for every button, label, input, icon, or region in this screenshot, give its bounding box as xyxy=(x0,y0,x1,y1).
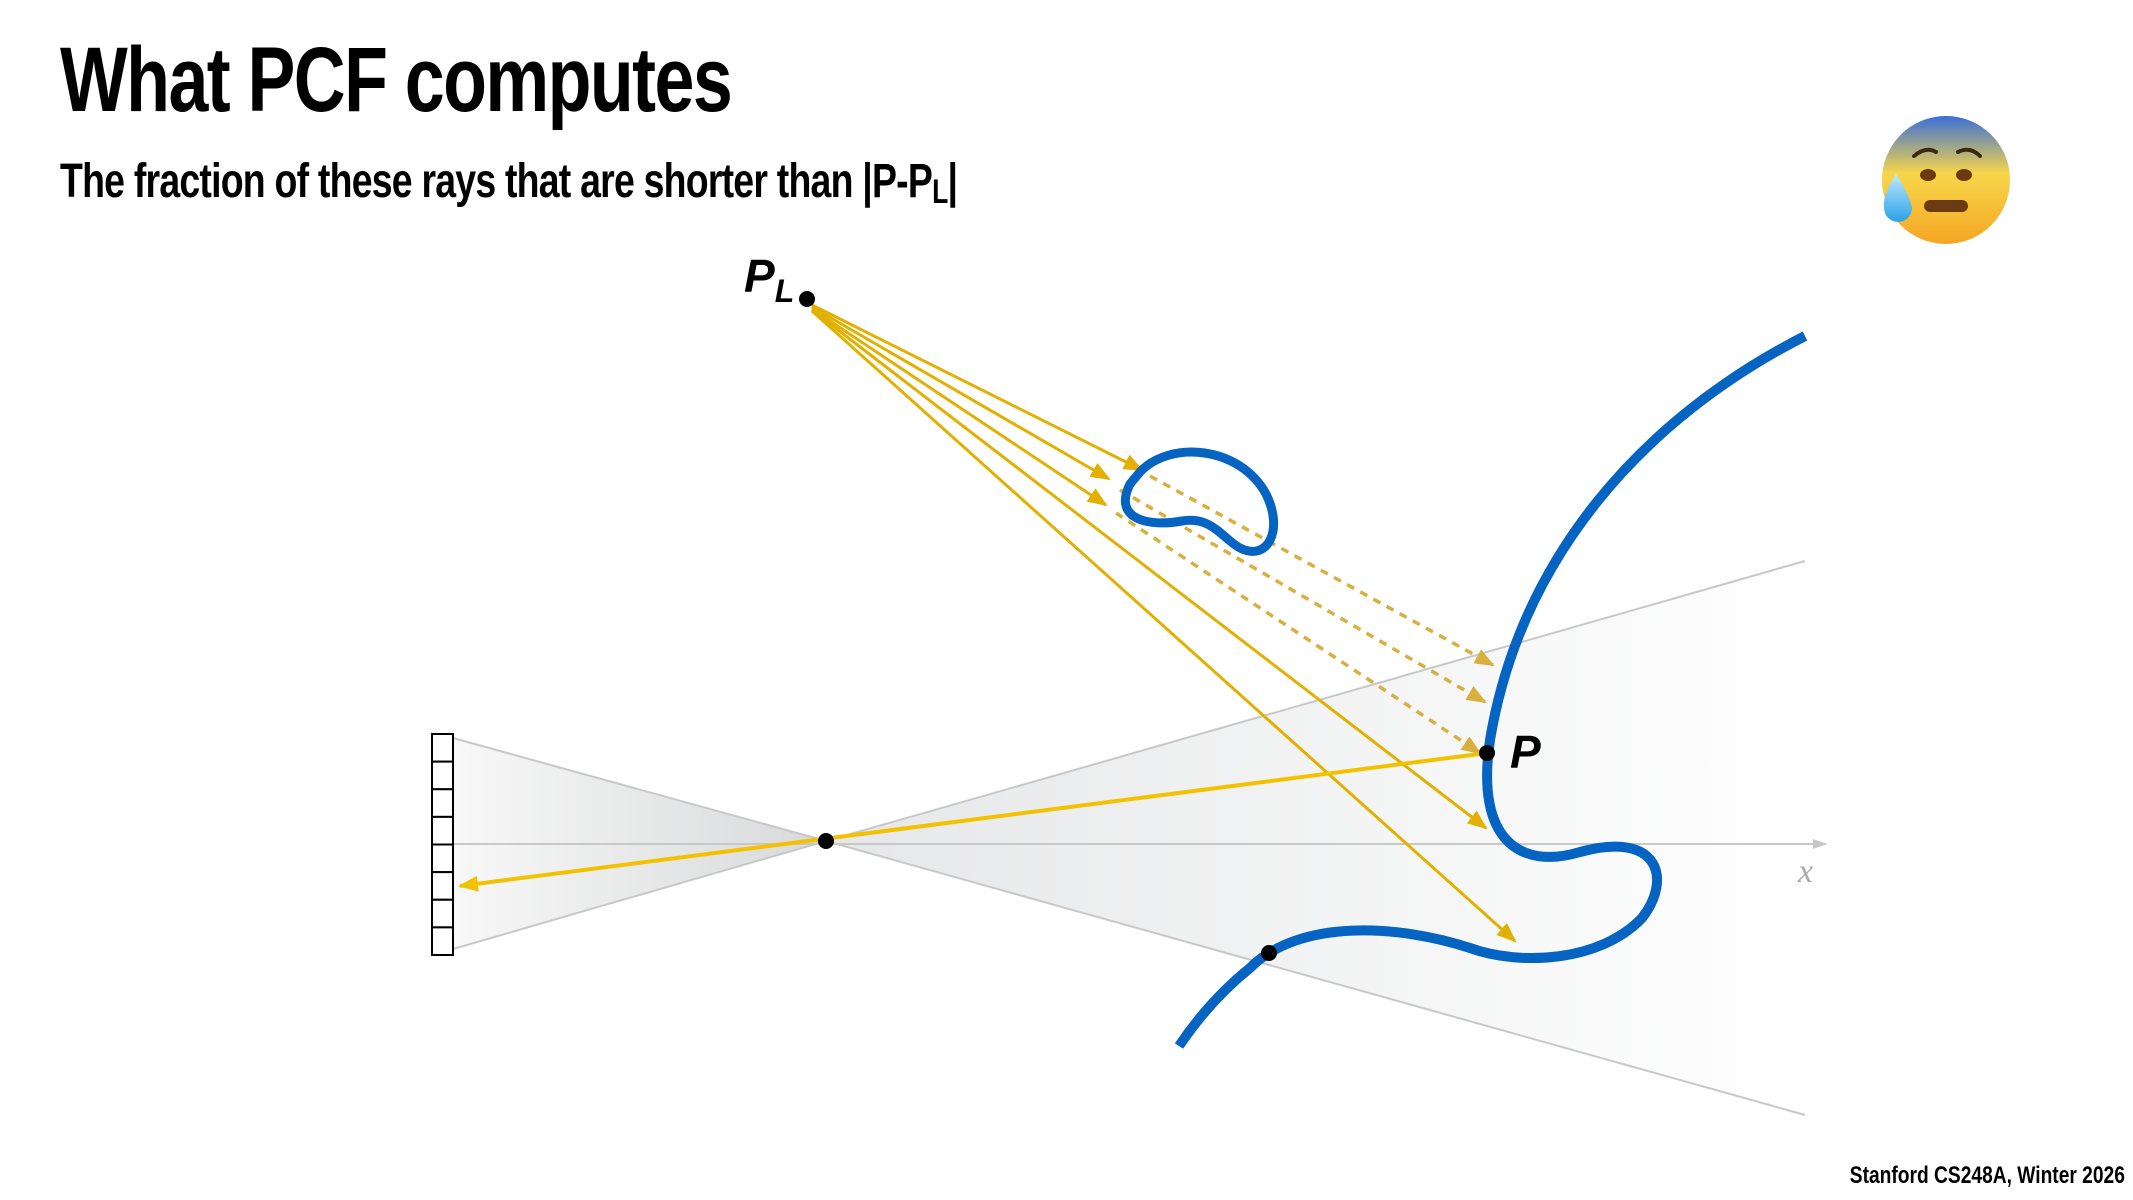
light-rays xyxy=(810,303,1517,943)
occluded-ray xyxy=(1115,511,1482,755)
light-ray xyxy=(811,308,1488,830)
sensor-pixel xyxy=(431,788,454,818)
light-label: PL xyxy=(744,250,794,309)
slide-title: What PCF computes xyxy=(60,29,733,131)
subtitle-text: The fraction of these rays that are shor… xyxy=(60,155,933,208)
light-label-main: P xyxy=(744,250,775,302)
surface-point xyxy=(1261,945,1277,961)
camera-center-point xyxy=(818,833,834,849)
receiver-surface xyxy=(1174,331,1808,1049)
subtitle-end: | xyxy=(947,155,958,208)
image-sensor xyxy=(431,733,454,956)
anxious-face-with-sweat-icon xyxy=(1882,116,2010,244)
light-point xyxy=(799,291,815,307)
occluder-blob xyxy=(1120,447,1279,556)
light-ray xyxy=(811,305,1111,481)
camera-frustum xyxy=(826,561,1805,1115)
sensor-pixel xyxy=(431,926,454,956)
light-label-sub: L xyxy=(775,273,795,309)
subtitle-subscript: L xyxy=(932,173,948,211)
sensor-pixel xyxy=(431,760,454,791)
sensor-pixel xyxy=(431,815,454,846)
course-footer: Stanford CS248A, Winter 2026 xyxy=(1849,1162,2125,1189)
x-axis-label: x xyxy=(1797,853,1813,890)
occluded-ray-continuations xyxy=(1115,474,1495,755)
sensor-pixel xyxy=(431,733,454,763)
light-ray xyxy=(810,309,1517,943)
light-ray xyxy=(811,303,1144,472)
sensor-pixel xyxy=(431,843,454,874)
occluded-ray xyxy=(1119,488,1487,704)
sensor-pixel xyxy=(431,871,454,901)
light-ray xyxy=(811,307,1108,507)
slide-subtitle: The fraction of these rays that are shor… xyxy=(60,154,958,212)
occluded-ray xyxy=(1149,474,1495,667)
sensor-pixel xyxy=(431,898,454,929)
shaded-point-p xyxy=(1479,745,1495,761)
camera-ray xyxy=(458,751,1488,892)
point-p-label: P xyxy=(1510,726,1541,778)
